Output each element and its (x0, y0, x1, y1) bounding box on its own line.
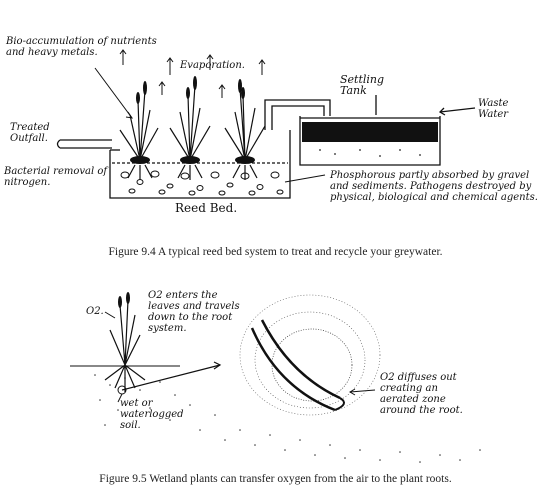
label-bacterial-removal: Bacterial removal of nitrogen. (4, 166, 108, 188)
figure-9-5-caption: Figure 9.5 Wetland plants can transfer o… (99, 473, 452, 485)
label-reed-bed: Reed Bed. (175, 201, 238, 215)
gravel (120, 170, 284, 196)
inlet-arrow (439, 107, 476, 113)
label-wet-soil: wet or waterlogged soil. (120, 398, 184, 431)
figure-9-4-caption: Figure 9.4 A typical reed bed system to … (108, 246, 443, 258)
evaporation-arrows (119, 49, 266, 98)
label-evaporation: Evaporation. (180, 60, 245, 71)
oxygen-transfer-drawing (70, 292, 481, 463)
connecting-pipe (264, 99, 331, 130)
label-treated-outfall: Treated Outfall. (10, 122, 50, 144)
label-bio-accumulation: Bio-accumulation of nutrients and heavy … (6, 36, 157, 58)
tank-liquid (302, 122, 438, 142)
figure-reed-bed: Bio-accumulation of nutrients and heavy … (4, 36, 538, 258)
soil-speckles-left (94, 374, 481, 463)
reed-bed-drawing (56, 49, 476, 199)
label-o2-enters: O2 enters the leaves and travels down to… (148, 290, 240, 334)
root-closeup (250, 319, 341, 412)
zoom-arrow (121, 364, 221, 391)
label-waste-water: Waste Water (478, 98, 509, 120)
outfall-pipe (56, 139, 112, 149)
reed-plants (119, 84, 266, 180)
label-o2-small: O2. (86, 306, 104, 317)
reed-heads (136, 76, 245, 104)
settling-tank-outline (299, 116, 441, 166)
label-o2-diffuses: O2 diffuses out creating an aerated zone… (380, 372, 463, 416)
label-phosphorous-note: Phosphorous partly absorbed by gravel an… (330, 170, 538, 203)
aerated-zone (239, 294, 381, 416)
reed-bed-basin (109, 130, 291, 199)
label-settling-tank: Settling Tank (340, 73, 385, 97)
wetland-plant (104, 299, 146, 392)
figure-oxygen-transfer: O2. O2 enters the leaves and travels dow… (0, 280, 551, 495)
